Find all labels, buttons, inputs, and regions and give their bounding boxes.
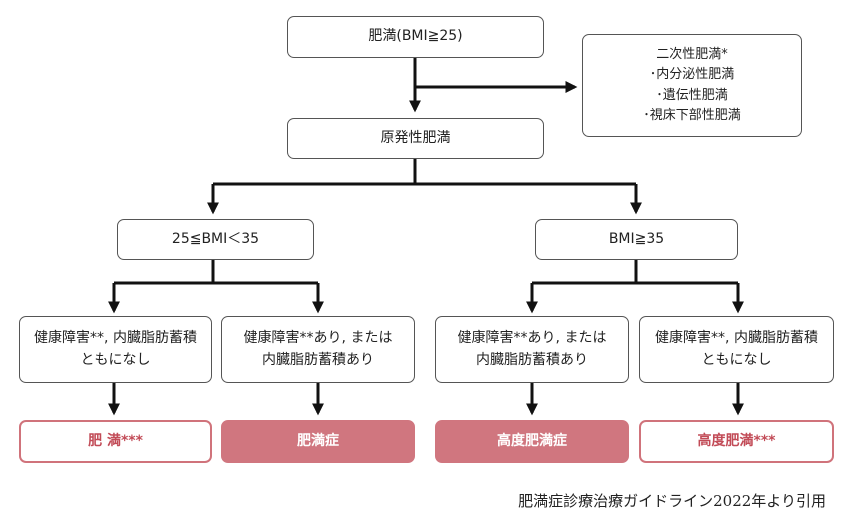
condition-1-line-1: 健康障害**, 内臓脂肪蓄積 — [34, 329, 197, 346]
outcome-severe-obesity-label: 高度肥満*** — [697, 432, 776, 449]
condition-2: 健康障害**あり, または 内臓脂肪蓄積あり — [221, 316, 415, 383]
node-bmi-35: BMI≧35 — [535, 219, 738, 260]
outcome-obesity: 肥 満*** — [19, 420, 212, 463]
secondary-item-endocrine: ･内分泌性肥満 — [649, 67, 735, 83]
outcome-severe-obesity-disease: 高度肥満症 — [435, 420, 629, 463]
node-primary-label: 原発性肥満 — [380, 129, 451, 146]
condition-3-line-2: 内臓脂肪蓄積あり — [476, 351, 588, 368]
node-obesity: 肥満(BMI≧25) — [287, 16, 544, 58]
node-obesity-label: 肥満(BMI≧25) — [368, 28, 463, 45]
outcome-severe-obesity: 高度肥満*** — [639, 420, 834, 463]
node-secondary-obesity: 二次性肥満* ･内分泌性肥満 ･遺伝性肥満 ･視床下部性肥満 — [582, 34, 802, 137]
condition-1: 健康障害**, 内臓脂肪蓄積 ともになし — [19, 316, 212, 383]
outcome-obesity-disease: 肥満症 — [221, 420, 415, 463]
condition-4-line-1: 健康障害**, 内臓脂肪蓄積 — [655, 329, 818, 346]
condition-1-line-2: ともになし — [80, 351, 151, 368]
outcome-obesity-label: 肥 満*** — [88, 432, 143, 449]
secondary-title: 二次性肥満* — [656, 47, 728, 63]
condition-4: 健康障害**, 内臓脂肪蓄積 ともになし — [639, 316, 834, 383]
condition-2-line-2: 内臓脂肪蓄積あり — [262, 351, 374, 368]
condition-4-line-2: ともになし — [701, 351, 772, 368]
outcome-obesity-disease-label: 肥満症 — [297, 432, 339, 449]
condition-3: 健康障害**あり, または 内臓脂肪蓄積あり — [435, 316, 629, 383]
condition-3-line-1: 健康障害**あり, または — [457, 329, 607, 346]
node-primary-obesity: 原発性肥満 — [287, 118, 544, 159]
secondary-item-genetic: ･遺伝性肥満 — [656, 87, 728, 103]
node-bmi-25-35: 25≦BMI＜35 — [117, 219, 314, 260]
node-bmi-high-label: BMI≧35 — [608, 230, 665, 247]
outcome-severe-obesity-disease-label: 高度肥満症 — [497, 432, 567, 449]
source-credit: 肥満症診療治療ガイドライン2022年より引用 — [518, 492, 826, 510]
secondary-item-hypothalamic: ･視床下部性肥満 — [643, 107, 741, 123]
condition-2-line-1: 健康障害**あり, または — [243, 329, 393, 346]
node-bmi-low-label: 25≦BMI＜35 — [171, 230, 260, 247]
